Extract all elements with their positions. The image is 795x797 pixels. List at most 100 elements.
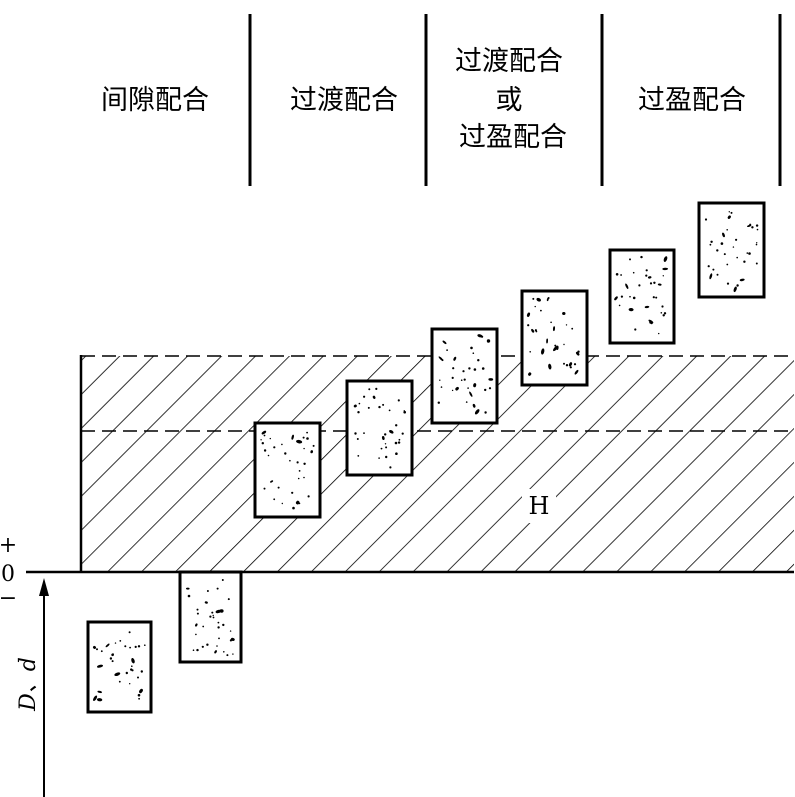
speckle-dot <box>451 389 454 392</box>
speckle-dot <box>472 403 476 408</box>
speckle-dot <box>289 459 291 462</box>
speckle-dot <box>129 683 131 685</box>
speckle-dot <box>303 476 305 479</box>
speckle-dot <box>385 455 388 459</box>
shaft-zone <box>430 327 499 425</box>
speckle-dot <box>452 367 455 370</box>
speckle-dot <box>649 282 653 285</box>
speckle-dot <box>486 339 491 343</box>
speckle-dot <box>733 286 737 293</box>
speckle-dot <box>204 601 208 604</box>
speckle-dot <box>394 441 398 445</box>
speckle-dot <box>488 387 492 390</box>
shaft-zone-speckle <box>260 430 315 510</box>
header-dividers <box>248 14 782 186</box>
shaft-zone-box <box>697 201 766 299</box>
speckle-dot <box>92 645 97 649</box>
shaft-zone-box <box>345 379 414 477</box>
speckle-dot <box>712 268 715 271</box>
speckle-dot <box>217 626 220 629</box>
speckle-dot <box>196 648 199 652</box>
speckle-dot <box>658 332 660 335</box>
speckle-dot <box>291 434 294 440</box>
speckle-dot <box>481 335 484 338</box>
speckle-dot <box>645 274 648 277</box>
speckle-dot <box>640 255 643 259</box>
speckle-dot <box>555 345 559 350</box>
shaft-zone <box>697 201 766 299</box>
speckle-dot <box>618 304 621 307</box>
speckle-dot <box>267 454 270 457</box>
speckle-dot <box>709 243 712 246</box>
speckle-dot <box>384 433 387 436</box>
speckle-dot <box>114 672 121 677</box>
shaft-zone-speckle <box>92 631 146 702</box>
shaft-zone-box <box>608 248 676 345</box>
speckle-dot <box>722 232 725 238</box>
speckle-dot <box>307 495 310 498</box>
speckle-dot <box>128 631 131 634</box>
speckle-dot <box>704 218 708 221</box>
speckle-dot <box>118 680 121 683</box>
speckle-dot <box>114 642 117 644</box>
speckle-dot <box>455 386 459 391</box>
speckle-dot <box>749 223 752 226</box>
speckle-dot <box>468 367 471 370</box>
speckle-dot <box>96 698 103 702</box>
speckle-dot <box>746 252 749 254</box>
speckle-dot <box>548 363 552 370</box>
speckle-dot <box>397 399 400 402</box>
speckle-dot <box>736 284 739 287</box>
speckle-dot <box>629 258 631 261</box>
speckle-dot <box>192 649 195 651</box>
speckle-dot <box>647 276 652 279</box>
shaft-zone <box>345 379 414 477</box>
speckle-dot <box>662 314 665 317</box>
speckle-dot <box>568 362 573 367</box>
speckle-dot <box>357 411 360 414</box>
speckle-dot <box>381 436 385 440</box>
speckle-dot <box>395 452 398 456</box>
speckle-dot <box>368 388 371 391</box>
speckle-dot <box>634 328 637 331</box>
speckle-dot <box>211 611 214 614</box>
speckle-dot <box>229 630 232 632</box>
speckle-dot <box>134 645 137 649</box>
speckle-dot <box>645 269 648 272</box>
size-axis-label: D、d <box>16 657 41 712</box>
speckle-dot <box>395 424 398 427</box>
shaft-zone-speckle <box>353 387 407 469</box>
speckle-dot <box>125 671 128 675</box>
speckle-dot <box>573 363 577 366</box>
speckle-dot <box>638 284 641 287</box>
speckle-dot <box>437 401 440 404</box>
speckle-dot <box>663 312 667 315</box>
shaft-zone-box <box>430 327 499 425</box>
speckle-dot <box>214 650 217 654</box>
speckle-dot <box>195 623 198 627</box>
speckle-dot <box>663 256 668 262</box>
speckle-dot <box>470 346 473 350</box>
speckle-dot <box>261 430 267 435</box>
speckle-dot <box>451 376 454 379</box>
speckle-dot <box>226 654 229 657</box>
speckle-dot <box>563 343 565 346</box>
speckle-dot <box>397 441 401 444</box>
speckle-dot <box>306 437 309 440</box>
speckle-dot <box>298 470 301 472</box>
minus-sign: − <box>0 586 17 611</box>
speckle-dot <box>730 211 733 214</box>
speckle-dot <box>212 614 214 617</box>
speckle-dot <box>401 432 404 435</box>
speckle-dot <box>201 645 204 648</box>
speckle-dot <box>389 466 392 469</box>
speckle-dot <box>263 434 266 437</box>
speckle-dot <box>488 378 494 381</box>
speckle-dot <box>528 372 532 376</box>
speckle-dot <box>546 297 549 302</box>
speckle-dot <box>229 639 232 642</box>
speckle-dot <box>728 211 730 213</box>
speckle-dot <box>541 348 545 355</box>
speckle-dot <box>739 278 745 282</box>
speckle-dot <box>137 676 139 679</box>
